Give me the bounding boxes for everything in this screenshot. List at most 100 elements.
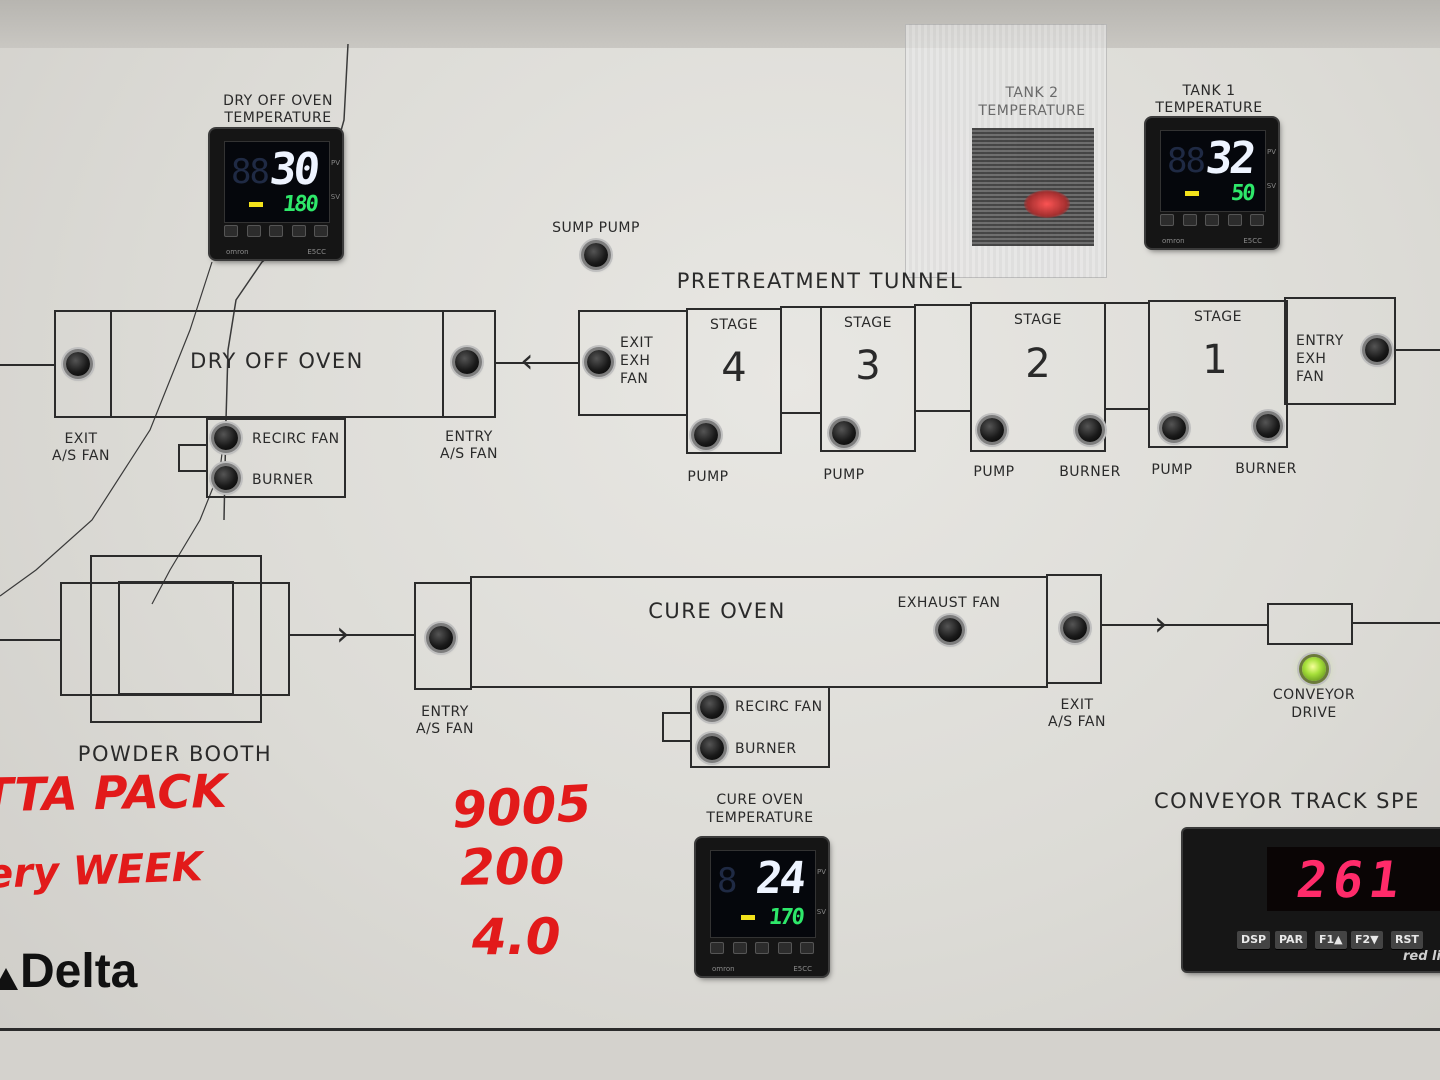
meter-dsp-button[interactable]: DSP bbox=[1237, 931, 1271, 949]
stage-2-burner-indicator bbox=[1078, 418, 1102, 442]
stage-2-pump-indicator bbox=[980, 418, 1004, 442]
stage-1-label: STAGE bbox=[1194, 309, 1242, 325]
stage-3-label: STAGE bbox=[844, 315, 892, 331]
handwriting-line-2: ery WEEK bbox=[0, 844, 204, 898]
tank1-temp-label-1: TANK 1 bbox=[1182, 83, 1236, 99]
cure-oven-exit-cell bbox=[1046, 574, 1102, 684]
exit-exh-fan-indicator bbox=[587, 350, 611, 374]
meter-f1-button[interactable]: F1▲ bbox=[1315, 931, 1347, 949]
stage-2-pump-label: PUMP bbox=[973, 464, 1015, 480]
process-value: 24 bbox=[753, 853, 806, 904]
entry-exh-fan-indicator bbox=[1365, 338, 1389, 362]
flow-arrow-left: ‹ bbox=[520, 341, 534, 381]
exit-exh-fan-label-1: EXIT bbox=[620, 335, 654, 351]
controller-keys[interactable] bbox=[1160, 214, 1264, 228]
tank1-controller[interactable]: 88 32 50 PV SV omron E5CC bbox=[1146, 118, 1278, 248]
conveyor-drive-box bbox=[1267, 603, 1353, 645]
stage-1-burner-indicator bbox=[1256, 414, 1280, 438]
key-button[interactable] bbox=[224, 225, 238, 237]
conveyor-drive-label-1: CONVEYOR bbox=[1272, 687, 1356, 703]
entry-exh-fan-label-2: EXH bbox=[1296, 351, 1327, 367]
key-button[interactable] bbox=[1250, 214, 1264, 226]
powder-booth-body bbox=[90, 555, 262, 723]
key-button[interactable] bbox=[1160, 214, 1174, 226]
sv-tag: SV bbox=[330, 193, 340, 201]
meter-f2-button[interactable]: F2▼ bbox=[1351, 931, 1383, 949]
handwriting-number-1: 9005 bbox=[450, 774, 593, 840]
powder-booth-window bbox=[118, 581, 234, 695]
bracket bbox=[662, 712, 692, 742]
conveyor-speed-meter: 261 DSP PAR F1▲ F2▼ RST red li bbox=[1183, 829, 1440, 971]
exit-as-fan-indicator bbox=[66, 352, 90, 376]
entry-as-fan-indicator bbox=[455, 350, 479, 374]
controller-keys[interactable] bbox=[224, 225, 328, 239]
controller-model: E5CC bbox=[307, 248, 326, 256]
flow-arrow-right: › bbox=[1154, 604, 1168, 644]
dry-off-oven-controller[interactable]: 88 30 180 PV SV omron E5CC bbox=[210, 129, 342, 259]
key-button[interactable] bbox=[777, 942, 792, 954]
entry-exh-fan-label-3: FAN bbox=[1296, 369, 1325, 385]
sump-pump-label: SUMP PUMP bbox=[552, 220, 640, 236]
dry-off-oven-entry-cell bbox=[442, 310, 496, 418]
flow-line bbox=[1102, 624, 1268, 626]
key-button[interactable] bbox=[710, 942, 724, 954]
red-glow bbox=[1024, 190, 1070, 218]
controller-brand: omron bbox=[712, 965, 735, 973]
key-button[interactable] bbox=[755, 942, 769, 954]
controller-brand: omron bbox=[1162, 237, 1185, 245]
tank2-temp-label-1: TANK 2 bbox=[1005, 85, 1059, 101]
controller-keys[interactable] bbox=[710, 942, 814, 956]
unused-digit-segments: 88 bbox=[1167, 141, 1206, 181]
cure-recirc-burner-box bbox=[690, 686, 830, 768]
panel-bottom-edge bbox=[0, 1028, 1440, 1031]
entry-as-fan-label-2: A/S FAN bbox=[440, 446, 498, 462]
key-button[interactable] bbox=[269, 225, 283, 237]
cure-exit-as-fan-label-2: A/S FAN bbox=[1048, 714, 1106, 730]
stage-2-burner-label: BURNER bbox=[1059, 464, 1121, 480]
controller-model: E5CC bbox=[1243, 237, 1262, 245]
key-button[interactable] bbox=[1205, 214, 1219, 226]
dry-off-temp-label-2: TEMPERATURE bbox=[224, 110, 332, 126]
key-button[interactable] bbox=[291, 225, 306, 237]
stage-3-pump-label: PUMP bbox=[823, 467, 865, 483]
stage-2-number: 2 bbox=[1025, 341, 1051, 387]
entry-exh-fan-cell bbox=[1284, 297, 1396, 405]
sv-tag: SV bbox=[1266, 182, 1276, 190]
stage-1-burner-label: BURNER bbox=[1235, 461, 1297, 477]
stage-2-label: STAGE bbox=[1014, 312, 1062, 328]
cure-recirc-fan-label: RECIRC FAN bbox=[735, 699, 823, 715]
meter-display: 261 bbox=[1267, 847, 1440, 911]
dry-off-burner-label: BURNER bbox=[252, 472, 314, 488]
connector bbox=[780, 306, 822, 414]
cure-oven-controller[interactable]: 8 24 170 PV SV omron E5CC bbox=[696, 838, 828, 976]
exhaust-fan-label: EXHAUST FAN bbox=[897, 595, 1001, 611]
meter-rst-button[interactable]: RST bbox=[1391, 931, 1423, 949]
cure-exhaust-fan-indicator bbox=[938, 618, 962, 642]
pretreatment-tunnel-title: PRETREATMENT TUNNEL bbox=[676, 269, 964, 293]
status-indicator bbox=[741, 915, 755, 920]
set-value: 180 bbox=[281, 192, 319, 217]
key-button[interactable] bbox=[732, 942, 747, 954]
key-button[interactable] bbox=[800, 942, 814, 954]
controller-brand: omron bbox=[226, 248, 249, 256]
handwriting-line-1: TTA PACK bbox=[0, 763, 228, 823]
key-button[interactable] bbox=[246, 225, 261, 237]
cure-temp-label-2: TEMPERATURE bbox=[706, 810, 814, 826]
dry-off-recirc-fan-label: RECIRC FAN bbox=[252, 431, 340, 447]
stage-3-number: 3 bbox=[855, 343, 881, 389]
dry-off-recirc-fan-indicator bbox=[214, 426, 238, 450]
tank2-temp-label-2: TEMPERATURE bbox=[978, 103, 1086, 119]
cure-temp-label-1: CURE OVEN bbox=[716, 792, 804, 808]
meter-par-button[interactable]: PAR bbox=[1275, 931, 1308, 949]
key-button[interactable] bbox=[314, 225, 328, 237]
stage-4-label: STAGE bbox=[710, 317, 758, 333]
handwriting-number-3: 4.0 bbox=[472, 908, 561, 966]
conveyor-track-speed-label: CONVEYOR TRACK SPE bbox=[1154, 789, 1420, 813]
key-button[interactable] bbox=[1227, 214, 1242, 226]
stage-4-pump-label: PUMP bbox=[687, 469, 729, 485]
powder-booth-label: POWDER BOOTH bbox=[77, 742, 273, 766]
controller-model: E5CC bbox=[793, 965, 812, 973]
key-button[interactable] bbox=[1182, 214, 1197, 226]
stage-1-box bbox=[1148, 300, 1288, 448]
